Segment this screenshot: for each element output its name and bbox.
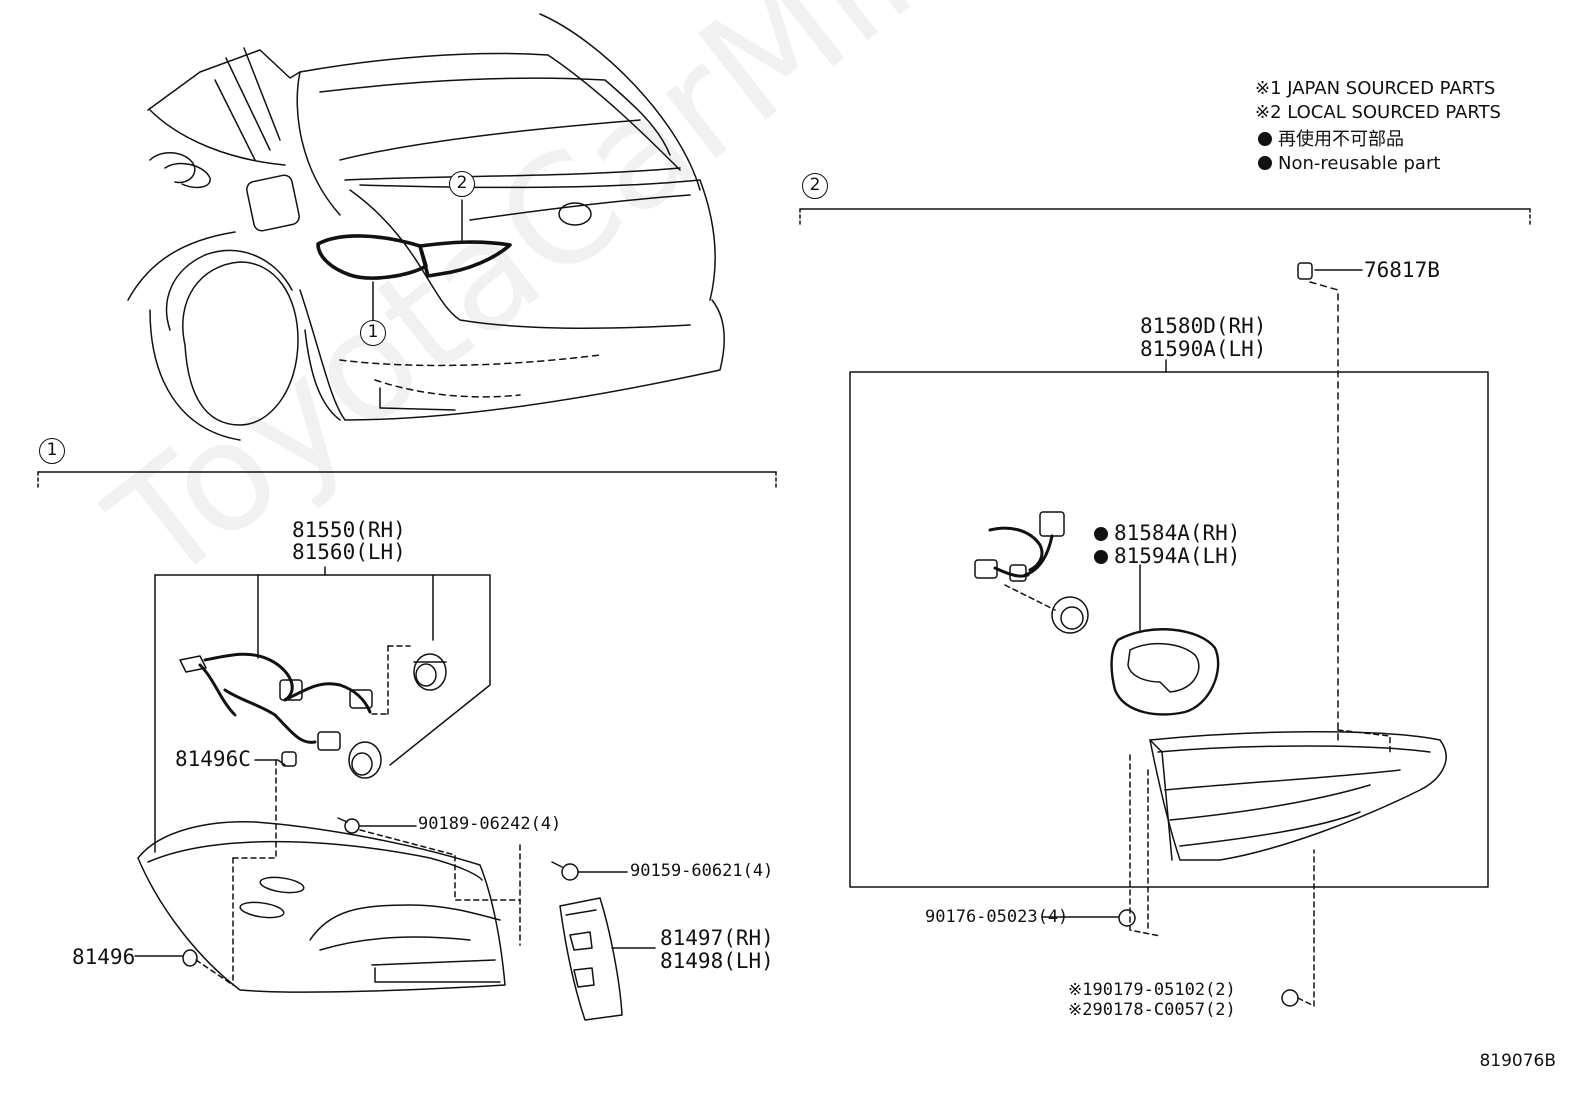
part-81594a-lh-text: 81594A(LH) — [1114, 544, 1241, 568]
part-81580d-rh: 81580D(RH) — [1140, 314, 1267, 338]
note-local-sourced: ※2 LOCAL SOURCED PARTS — [1255, 102, 1501, 123]
catalog-number: 819076B — [1479, 1051, 1556, 1071]
socket-1 — [413, 653, 447, 691]
tail-lamp-outer-body — [137, 821, 506, 993]
section-1-leaders — [134, 751, 656, 1021]
callout-1-section: 1 — [39, 438, 65, 464]
part-81594a-lh: 81594A(LH) — [1094, 546, 1240, 567]
section-1-frame — [37, 471, 777, 853]
note-japan-sourced: ※1 JAPAN SOURCED PARTS — [1255, 78, 1496, 99]
bullet-icon — [1258, 156, 1272, 170]
bullet-icon — [1094, 550, 1108, 564]
note-nonreusable-en: Non-reusable part — [1258, 155, 1440, 173]
part-81496c: 81496C — [175, 747, 251, 771]
bullet-icon — [1094, 527, 1108, 541]
section-2-frame — [799, 208, 1531, 888]
part-290178-c0057: ※290178-C0057(2) — [1068, 1000, 1236, 1020]
part-81584a-rh-text: 81584A(RH) — [1114, 521, 1241, 545]
bullet-icon — [1258, 132, 1272, 146]
part-190179-05102: ※190179-05102(2) — [1068, 980, 1236, 1000]
part-81496: 81496 — [72, 945, 136, 969]
note-nonreusable-jp-text: 再使用不可部品 — [1278, 129, 1404, 150]
part-81590a-lh: 81590A(LH) — [1140, 337, 1267, 361]
part-76817b: 76817B — [1364, 258, 1440, 282]
part-81550-rh: 81550(RH) — [292, 518, 406, 542]
part-81498-lh: 81498(LH) — [660, 949, 774, 973]
part-81497-rh: 81497(RH) — [660, 926, 774, 950]
car-rear-view — [127, 13, 725, 441]
section-2-parts — [974, 262, 1447, 1007]
socket-2 — [348, 741, 382, 779]
wire-harness-1 — [179, 645, 447, 779]
note-nonreusable-jp: 再使用不可部品 — [1258, 131, 1404, 149]
part-81560-lh: 81560(LH) — [292, 540, 406, 564]
callout-2-section: 2 — [802, 173, 828, 199]
part-90159-60621: 90159-60621(4) — [630, 861, 774, 881]
note-nonreusable-en-text: Non-reusable part — [1278, 153, 1441, 174]
callout-1-car: 1 — [360, 320, 386, 346]
part-90176-05023: 90176-05023(4) — [925, 907, 1069, 927]
part-81584a-rh: 81584A(RH) — [1094, 523, 1240, 544]
part-90189-06242: 90189-06242(4) — [418, 814, 562, 834]
callout-2-car: 2 — [449, 171, 475, 197]
